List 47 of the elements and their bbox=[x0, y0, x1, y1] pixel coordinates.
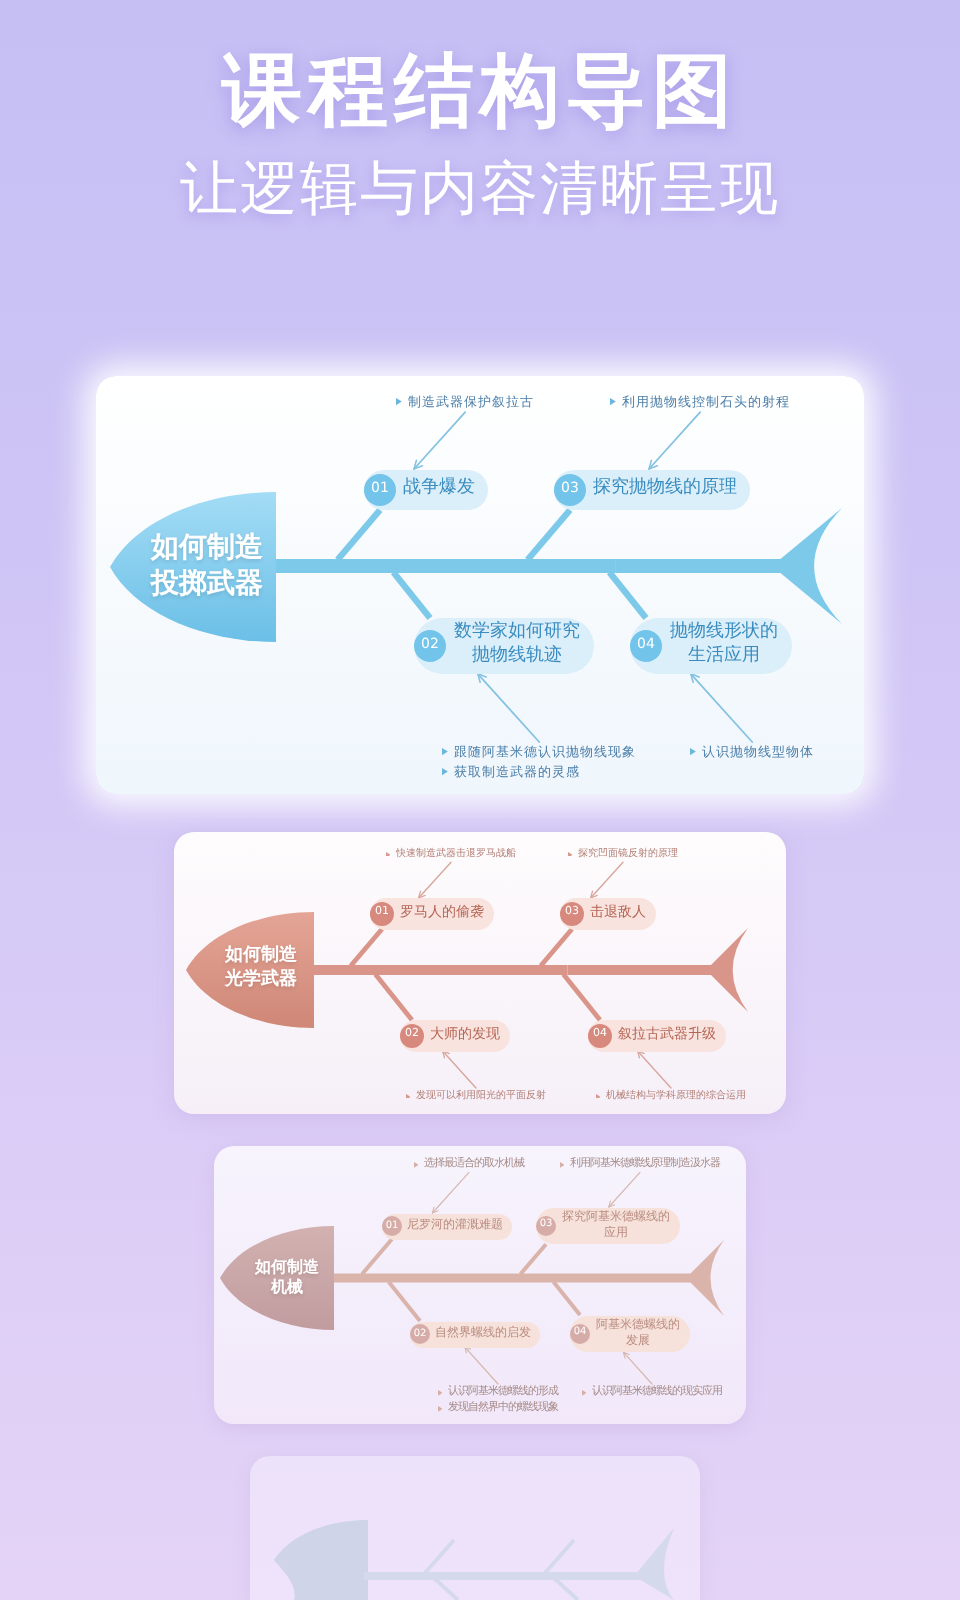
fishbone-spine bbox=[334, 1273, 557, 1283]
topic-pill bbox=[554, 469, 750, 510]
topic-pill bbox=[364, 469, 488, 510]
leader-line bbox=[413, 411, 467, 470]
topic-pill bbox=[382, 1213, 512, 1239]
topic-label: 抛物线形状的生活应用 bbox=[669, 622, 780, 670]
fishbone-branch bbox=[606, 570, 649, 620]
topic-pill bbox=[410, 1321, 540, 1347]
topic-pill bbox=[588, 1020, 726, 1051]
leader-line bbox=[636, 1050, 672, 1089]
fishbone-branch bbox=[387, 1280, 422, 1323]
leader-line bbox=[476, 672, 541, 743]
leader-line bbox=[608, 1171, 641, 1208]
topic-label: 探究抛物线的原理 bbox=[593, 477, 738, 502]
fishbone-spine bbox=[276, 559, 616, 573]
fishbone-branch bbox=[335, 507, 383, 562]
fishbone-branch bbox=[561, 972, 602, 1022]
fishbone-branch bbox=[525, 507, 573, 562]
topic-label: 战争爆发 bbox=[403, 477, 476, 502]
leader-line bbox=[589, 861, 624, 899]
leader-line bbox=[689, 672, 754, 743]
topic-pill bbox=[414, 618, 594, 674]
topic-pill bbox=[400, 1020, 510, 1051]
fish-head: 如何制造光学武器 bbox=[186, 912, 314, 1028]
topic-pill bbox=[630, 618, 792, 674]
topic-label: 数学家如何研究抛物线轨迹 bbox=[453, 622, 582, 670]
fishbone-spine bbox=[314, 965, 568, 975]
leader-line bbox=[431, 1171, 470, 1214]
leader-line bbox=[648, 411, 702, 470]
fishbone-branch bbox=[538, 927, 574, 968]
topic-pill bbox=[370, 898, 494, 929]
leader-line bbox=[622, 1351, 653, 1385]
topic-pill bbox=[560, 898, 656, 929]
fishbone-branch bbox=[390, 570, 433, 620]
subtitle: 让逻辑与内容清晰呈现 bbox=[180, 152, 780, 226]
fishbone-branch bbox=[373, 972, 414, 1022]
fishbone-branch bbox=[551, 1280, 582, 1317]
fish-head: 如何制造投掷武器 bbox=[110, 491, 276, 641]
fishbone-branch bbox=[518, 1242, 548, 1276]
fishbone-branch bbox=[360, 1237, 394, 1276]
title: 课程结构导图 bbox=[222, 44, 738, 140]
leader-line bbox=[464, 1346, 499, 1385]
fish-head: 如何制造机械 bbox=[220, 1226, 334, 1330]
topic-pill bbox=[536, 1207, 680, 1245]
fishbone-branch bbox=[348, 927, 384, 968]
leader-line bbox=[417, 861, 452, 899]
leader-line bbox=[441, 1050, 477, 1089]
